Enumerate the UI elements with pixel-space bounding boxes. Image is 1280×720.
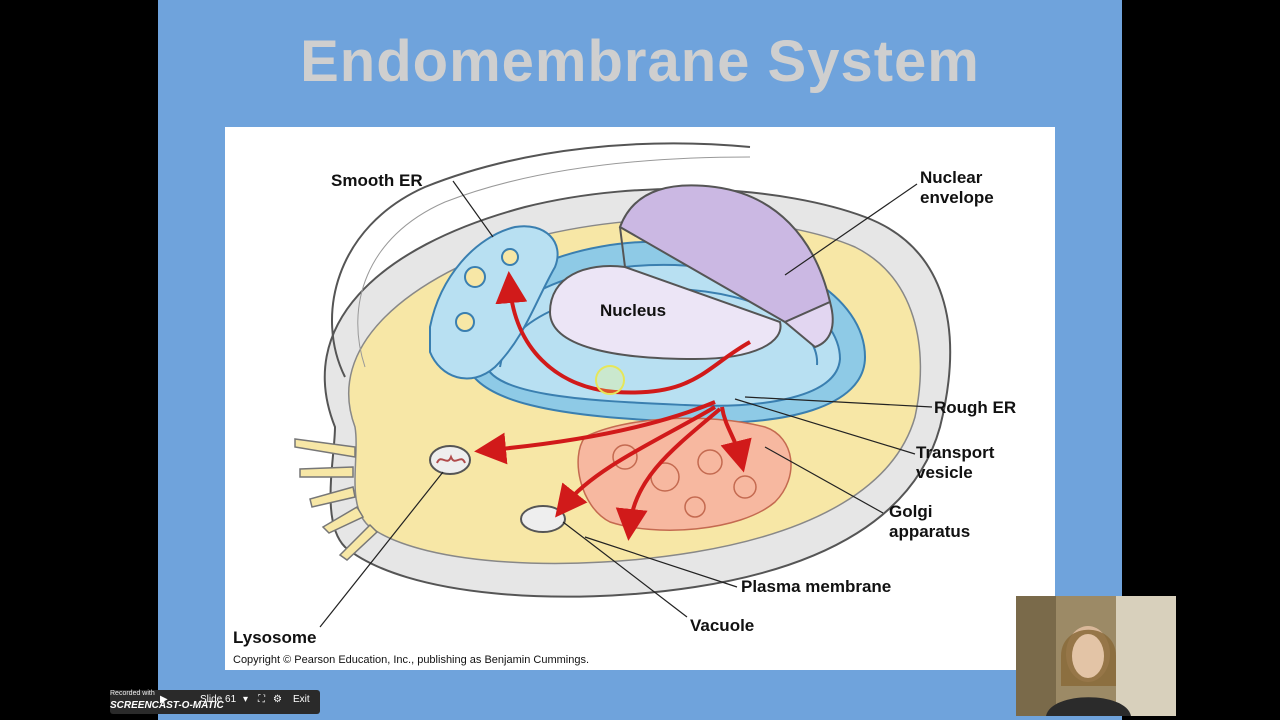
screencast-brand: SCREENCAST-O-MATIC: [110, 700, 224, 711]
gear-icon[interactable]: ⚙: [273, 694, 282, 705]
chevron-down-icon[interactable]: ▾: [243, 694, 249, 705]
label-smooth-er: Smooth ER: [331, 171, 423, 190]
label-golgi-line1: Golgi: [889, 502, 933, 521]
recorded-with-text: Recorded with: [110, 690, 155, 697]
leader-lines: [319, 180, 933, 628]
slide-title: Endomembrane System: [300, 29, 980, 94]
cursor-highlight: [595, 365, 625, 395]
slide-indicator[interactable]: Slide 61: [200, 694, 237, 705]
recorder-toolbar: ▶ Slide 61 ▾ ⛶ ⚙ Exit: [110, 690, 320, 714]
label-rough-er: Rough ER: [934, 398, 1017, 417]
label-transport-vesicle-line1: Transport: [916, 443, 995, 462]
nucleus: [548, 184, 834, 361]
exit-button[interactable]: Exit: [293, 694, 310, 705]
microvilli: [294, 438, 379, 561]
endomembrane-diagram: Smooth ER Nuclear envelope Nucleus Rough…: [225, 127, 1055, 670]
cell-illustration: [294, 142, 951, 628]
webcam-feed: [1016, 596, 1176, 716]
label-nuclear-envelope-line1: Nuclear: [920, 168, 983, 187]
label-lysosome: Lysosome: [233, 628, 317, 647]
vacuole: [520, 505, 566, 533]
fullscreen-icon[interactable]: ⛶: [258, 694, 265, 705]
webcam-overlay: [1016, 596, 1176, 716]
play-icon[interactable]: ▶: [160, 694, 168, 705]
label-transport-vesicle-line2: vesicle: [916, 463, 973, 482]
label-plasma-membrane: Plasma membrane: [741, 577, 892, 596]
label-nuclear-envelope-line2: envelope: [920, 188, 994, 207]
lysosome: [429, 445, 471, 475]
label-vacuole: Vacuole: [690, 616, 755, 635]
label-nucleus: Nucleus: [600, 301, 667, 320]
copyright-text: Copyright © Pearson Education, Inc., pub…: [233, 654, 590, 666]
label-golgi-line2: apparatus: [889, 522, 971, 541]
smooth-er: [429, 225, 559, 380]
golgi-apparatus: [577, 417, 792, 531]
pathway-arrows: [474, 271, 752, 541]
